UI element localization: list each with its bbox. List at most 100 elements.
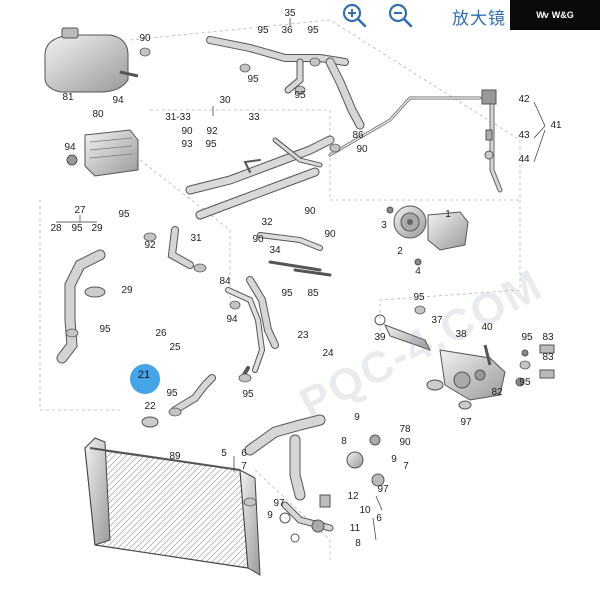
callout-28: 28 — [50, 223, 62, 234]
callout-31: 31 — [190, 233, 202, 244]
callout-2: 2 — [397, 246, 403, 257]
callout-85: 85 — [307, 288, 319, 299]
callout-10: 10 — [359, 505, 371, 516]
callout-92b: 92 — [144, 240, 156, 251]
callout-82: 82 — [491, 387, 503, 398]
callout-39: 39 — [374, 332, 386, 343]
callout-95i: 95 — [413, 292, 425, 303]
callout-29a: 29 — [91, 223, 103, 234]
callout-35: 35 — [284, 8, 296, 19]
callout-4: 4 — [415, 266, 421, 277]
callout-12: 12 — [347, 491, 359, 502]
callout-32: 32 — [261, 217, 273, 228]
callout-9c: 9 — [267, 510, 273, 521]
zoom-out-button[interactable] — [386, 1, 414, 29]
temp-sender — [279, 434, 385, 543]
callout-84: 84 — [219, 276, 231, 287]
upper-hoses — [185, 36, 365, 220]
callout-94c: 94 — [226, 314, 238, 325]
callout-7a: 7 — [241, 461, 247, 472]
magnifier-label[interactable]: 放大镜 — [452, 9, 506, 29]
callout-80: 80 — [92, 109, 104, 120]
callout-90a: 90 — [139, 33, 151, 44]
expansion-tank — [44, 27, 139, 93]
water-pump — [386, 205, 469, 266]
small-hoses — [141, 366, 250, 428]
callout-95c: 95 — [247, 74, 259, 85]
callout-95d: 95 — [294, 90, 306, 101]
callout-81: 81 — [62, 92, 74, 103]
callout-89: 89 — [169, 451, 181, 462]
leader-line — [533, 125, 546, 139]
highlight-marker — [130, 364, 160, 394]
leader-line — [533, 129, 546, 163]
callout-95j: 95 — [99, 324, 111, 335]
callout-95n: 95 — [519, 377, 531, 388]
callout-38: 38 — [455, 329, 467, 340]
middle-hoses — [167, 226, 332, 373]
callout-95a: 95 — [257, 25, 269, 36]
callout-95g: 95 — [118, 209, 130, 220]
callout-90c: 90 — [356, 144, 368, 155]
callout-41: 41 — [550, 120, 562, 131]
callout-37: 37 — [431, 315, 443, 326]
zoom-out-icon — [388, 3, 413, 28]
callout-92: 92 — [206, 126, 218, 137]
callout-95m: 95 — [242, 389, 254, 400]
callout-1: 1 — [445, 209, 451, 220]
callout-90f: 90 — [324, 229, 336, 240]
callout-90d: 90 — [252, 234, 264, 245]
radiator — [84, 437, 261, 576]
callout-6a: 6 — [241, 448, 247, 459]
callout-8a: 8 — [341, 436, 347, 447]
callout-95b: 95 — [307, 25, 319, 36]
coolant-flange — [374, 314, 555, 410]
leader-line — [375, 495, 383, 511]
zoom-in-button[interactable] — [340, 1, 368, 29]
zoom-toolbar — [340, 0, 414, 30]
callout-27: 27 — [74, 205, 86, 216]
lower-hoses — [244, 414, 334, 532]
callout-25: 25 — [169, 342, 181, 353]
callout-93: 93 — [181, 139, 193, 150]
callout-90b: 90 — [181, 126, 193, 137]
brand-name: W&G — [551, 10, 574, 20]
callout-11: 11 — [350, 523, 361, 534]
callout-24: 24 — [322, 348, 334, 359]
left-hose — [56, 249, 106, 364]
callout-30: 30 — [219, 95, 231, 106]
callout-90e: 90 — [304, 206, 316, 217]
brand-logo-mark: Wv — [536, 10, 548, 20]
callout-95e: 95 — [205, 139, 217, 150]
callout-78: 78 — [399, 424, 411, 435]
callout-97b: 97 — [377, 484, 389, 495]
callout-90g: 90 — [399, 437, 411, 448]
callout-29b: 29 — [121, 285, 133, 296]
callout-5: 5 — [221, 448, 227, 459]
callout-26: 26 — [155, 328, 167, 339]
callout-40: 40 — [481, 322, 493, 333]
leader-line — [533, 101, 546, 127]
callout-8b: 8 — [355, 538, 361, 549]
oil-cooler — [66, 129, 139, 177]
callout-94b: 94 — [64, 142, 76, 153]
callout-21: 21 — [138, 369, 150, 381]
callout-6b: 6 — [376, 513, 382, 524]
callout-9b: 9 — [391, 454, 397, 465]
callout-23: 23 — [297, 330, 309, 341]
callout-95h: 95 — [281, 288, 293, 299]
brand-badge: Wv W&G — [510, 0, 600, 30]
callout-97a: 97 — [460, 417, 472, 428]
watermark: PQC-4.COM — [292, 260, 551, 429]
vent-pipe — [328, 89, 503, 193]
callout-97c: 97 — [273, 498, 285, 509]
zoom-in-icon — [342, 3, 367, 28]
callout-43: 43 — [518, 130, 530, 141]
callout-7b: 7 — [403, 461, 409, 472]
callout-95l: 95 — [166, 388, 178, 399]
callout-83b: 83 — [542, 352, 554, 363]
callout-95k: 95 — [521, 332, 533, 343]
hose-clamps — [65, 47, 531, 507]
